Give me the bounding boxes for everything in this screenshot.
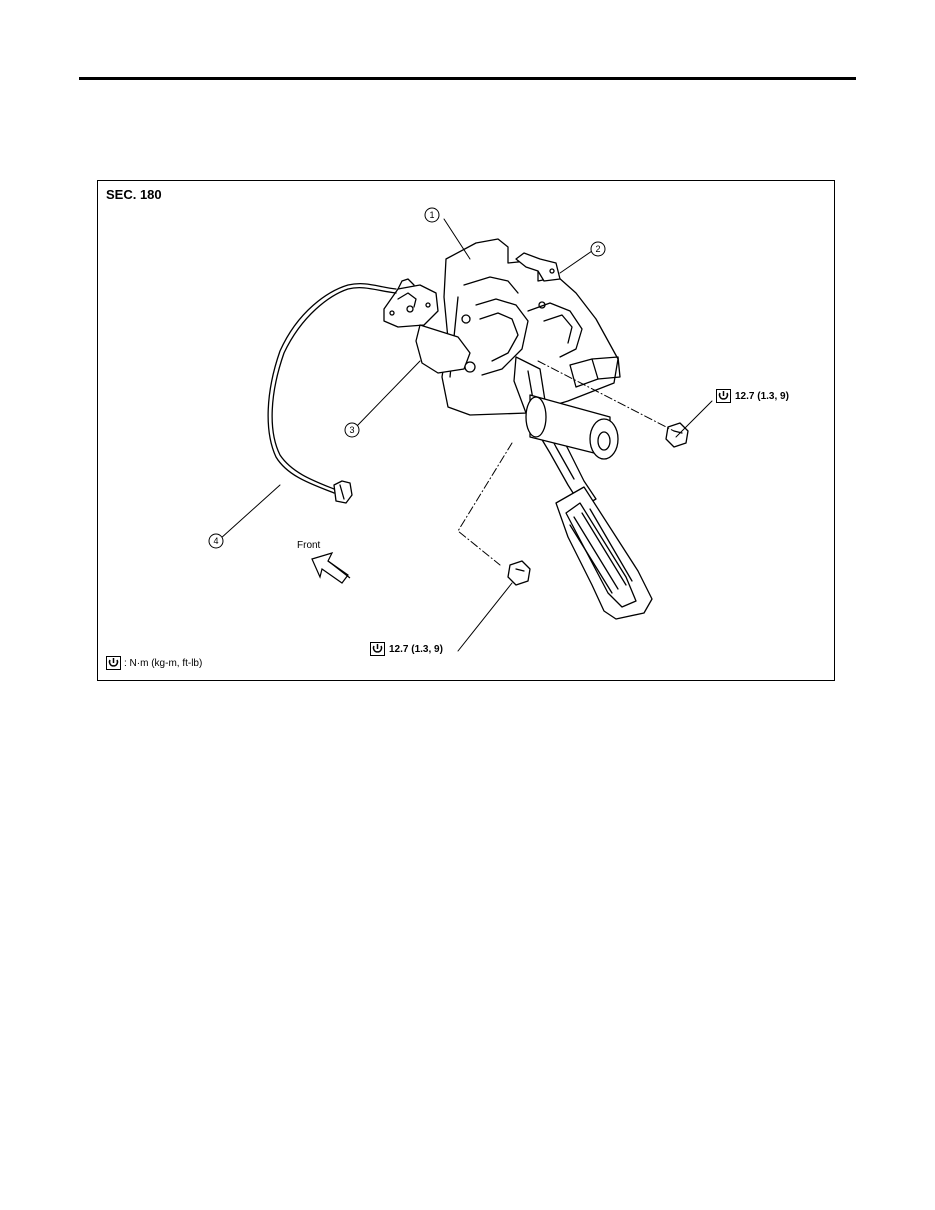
- callout-3: [344, 422, 360, 438]
- front-label: Front: [297, 540, 321, 551]
- torque-wrench-icon: [370, 642, 385, 656]
- torque-legend: : N·m (kg-m, ft-lb): [106, 656, 202, 670]
- callout-2-label: 2: [595, 244, 600, 254]
- callout-1: [424, 207, 440, 223]
- figure-frame: SEC. 180: [97, 180, 835, 681]
- header-rule: [79, 77, 856, 80]
- callout-4-label: 4: [213, 536, 218, 546]
- torque-wrench-icon: [716, 389, 731, 403]
- section-label: SEC. 180: [106, 187, 162, 202]
- torque-value-upper: 12.7 (1.3, 9): [735, 390, 789, 402]
- callout-3-label: 3: [349, 425, 354, 435]
- front-arrow-icon: [311, 552, 351, 584]
- lower-nut: [507, 560, 531, 586]
- legend-text: : N·m (kg-m, ft-lb): [124, 657, 203, 669]
- callout-4: [208, 533, 224, 549]
- pedal-position-sensor: [383, 278, 476, 374]
- callout-2: [590, 241, 606, 257]
- torque-wrench-icon: [106, 656, 121, 670]
- callout-1-label: 1: [429, 210, 434, 220]
- accelerator-pedal: [513, 356, 653, 620]
- torque-spec-lower: 12.7 (1.3, 9): [370, 642, 443, 656]
- torque-spec-upper: 12.7 (1.3, 9): [716, 389, 789, 403]
- upper-nut: [665, 422, 689, 448]
- torque-value-lower: 12.7 (1.3, 9): [389, 643, 443, 655]
- sensor-harness: [267, 283, 397, 504]
- pedal-assembly-diagram: 1 2 3 4: [208, 207, 713, 652]
